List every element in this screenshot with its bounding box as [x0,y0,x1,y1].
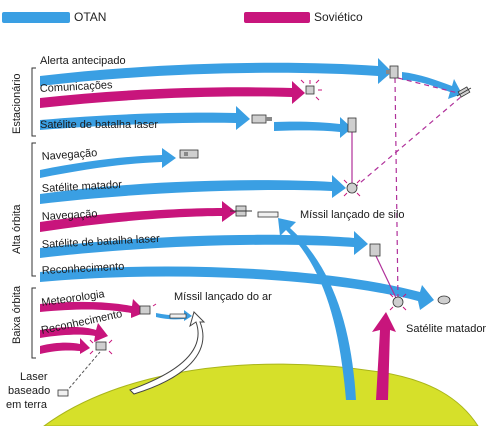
orbit-arrow-laser-battle-2 [40,231,368,258]
satellite-laser-battle-1-icon [251,114,272,124]
label-communications: Comunicações [40,79,114,95]
laser-beam-ground [65,351,101,393]
group-high-orbit: Alta órbita [11,204,23,254]
orbit-arrow-early-warning [40,58,392,86]
low-orbit-bracket [31,287,36,359]
satellite-laser-target-icon [347,117,357,133]
satellite-communications-icon [300,79,322,101]
legend-soviet-label: Soviético [314,10,363,24]
air-missile-trajectory [129,311,206,395]
orbit-arrow-low-extra [40,338,90,354]
dashed-link-3 [353,95,463,189]
orbit-arrow-laser-battle-1-tail [274,117,352,138]
legend-soviet-swatch [244,12,310,23]
satellite-navigation-2-icon [230,205,252,217]
link-recon-sat [375,255,399,303]
satellite-killer-2-icon [389,293,407,311]
label-killer-sat-2: Satélite matador [406,323,486,335]
label-early-warning: Alerta antecipado [40,55,126,67]
satellite-recon-icon [437,295,451,305]
label-killer-sat-1: Satélite matador [42,179,123,195]
stationary-bracket [31,67,36,137]
orbit-arrow-meteorology [40,299,146,318]
dashed-link-2 [397,77,463,95]
label-laser-battle-1: Satélite de batalha laser [40,119,158,131]
orbit-arrow-early-warning-tail [402,72,462,99]
satellite-navigation-1-icon [179,149,199,159]
satellite-recon-2-icon [89,339,113,355]
label-ground-laser-3: em terra [6,399,48,411]
orbit-arrow-laser-battle-1 [40,106,250,130]
dashed-link-1 [394,77,399,301]
label-ground-laser-1: Laser [20,371,48,383]
orbit-arrow-communications [40,81,305,108]
orbit-arrow-reconnaissance-2 [40,323,108,342]
orbit-arrow-navigation-1 [40,148,176,178]
satellite-meteorology-icon [133,303,157,315]
high-orbit-bracket [31,142,36,277]
orbit-arrow-reconnaissance-1 [40,266,434,310]
legend-nato-swatch [2,12,70,23]
legend-nato-label: OTAN [74,10,107,24]
air-missile-icon [169,313,187,319]
label-navigation-1: Navegação [41,147,97,163]
satellite-early-warning-icon [386,65,399,79]
label-reconnaissance-1: Reconhecimento [42,261,125,277]
killer-sat-2-arrow [372,312,396,400]
silo-missile-trajectory [278,218,356,400]
label-air-missile: Míssil lançado do ar [174,291,272,303]
satellite-laser-battle-2-icon [369,243,381,257]
earth-surface [43,363,479,426]
group-stationary: Estacionário [11,73,23,134]
orbit-arrow-navigation-2 [40,201,236,232]
label-navigation-2: Navegação [42,208,98,223]
satellite-far-right-icon [456,86,472,98]
label-ground-laser-2: baseado [8,385,50,397]
orbit-arrow-killer-sat-1 [40,175,346,204]
group-low-orbit: Baixa órbita [11,285,23,344]
satellite-killer-1-icon [343,179,361,197]
label-silo-missile: Míssil lançado de silo [300,209,405,221]
silo-warhead-icon [257,211,279,218]
ground-laser-icon [57,389,69,397]
